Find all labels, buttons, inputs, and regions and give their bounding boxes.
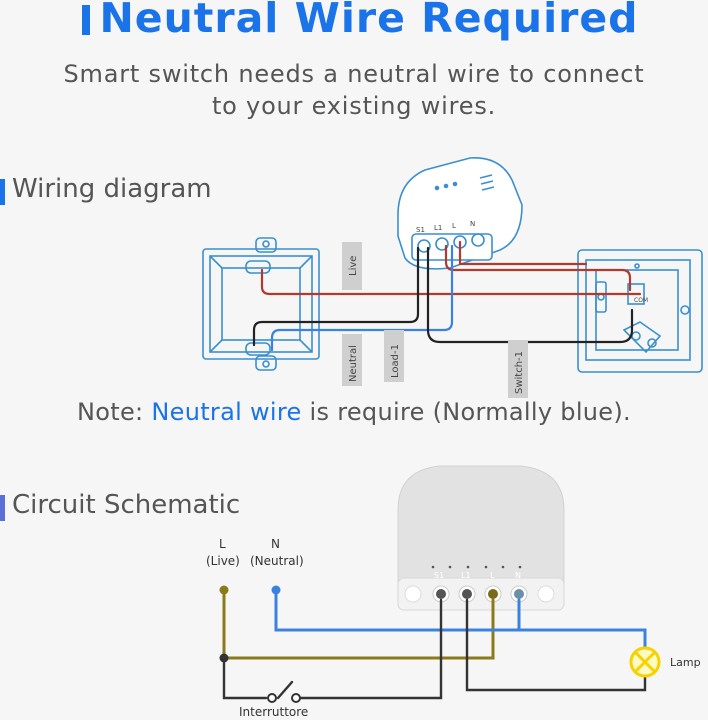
neutral-tag-label: Neutral [348, 345, 359, 382]
circuit-schematic: S1 L1 L N Lamp L (Live) [206, 465, 701, 719]
module-terminal-label: N [470, 220, 475, 228]
schematic-terminal-l1-core [462, 589, 472, 599]
wire-tags: Live Neutral Load-1 Switch-1 [342, 242, 528, 398]
schematic-neutral-wire [274, 588, 647, 650]
schematic-heading-text: Circuit Schematic [12, 490, 241, 520]
schematic-terminal-blank [404, 585, 422, 603]
subtitle-line-2: to your existing wires. [211, 92, 497, 120]
neutral-label: N [271, 537, 280, 551]
com-terminal-label: COM [634, 297, 648, 304]
module-terminal-labels: S1 L1 L N [416, 220, 475, 234]
schematic-switch-contact [267, 693, 277, 703]
switch-wire [426, 246, 634, 344]
switch-label: Interruttore [239, 705, 308, 719]
wires [252, 240, 642, 352]
schematic-heading-bar [0, 495, 5, 521]
wiring-heading-text: Wiring diagram [12, 174, 212, 204]
schematic-terminal-s1-core [436, 589, 446, 599]
schematic-terminal-label: L [490, 571, 495, 580]
note-prefix: Note: [77, 398, 144, 426]
smart-module-drawing [397, 157, 523, 270]
neutral-note: Note: Neutral wire is require (Normally … [0, 398, 708, 426]
schematic-load-wire [465, 598, 647, 692]
schematic-wires [222, 588, 647, 700]
neutral-tag [342, 334, 362, 386]
schematic-switch-lever [276, 680, 294, 700]
switch-tag-label: Switch-1 [514, 351, 525, 394]
junction-box [202, 237, 320, 371]
note-suffix: is require (Normally blue). [309, 398, 631, 426]
load-wire [252, 246, 420, 347]
live-sub-label: (Live) [206, 554, 240, 568]
schematic-switch-wire-b [294, 598, 443, 700]
load-tag [384, 330, 404, 382]
live-wire [260, 268, 642, 296]
page-subtitle: Smart switch needs a neutral wire to con… [0, 58, 708, 122]
switch-tag [508, 340, 528, 398]
schematic-terminal-l-core [488, 589, 498, 599]
module-terminal-label: L1 [434, 224, 442, 232]
subtitle-line-1: Smart switch needs a neutral wire to con… [63, 60, 645, 88]
wiring-diagram: S1 L1 L N COM [202, 157, 703, 398]
schematic-terminal-blank-right [537, 585, 555, 603]
module-terminal-label: L [452, 222, 456, 230]
lamp-label: Lamp [670, 656, 701, 669]
live-tag [342, 242, 362, 290]
page-title: Neutral Wire Required [99, 0, 639, 42]
schematic-terminal-n-core [514, 589, 524, 599]
lamp-icon [629, 646, 661, 678]
wiring-heading-bar [0, 179, 5, 205]
module-terminal-label: S1 [416, 226, 425, 234]
schematic-switch-wire-a [222, 656, 268, 700]
live-label: L [219, 537, 226, 551]
neutral-wire [270, 244, 454, 352]
schematic-junction [219, 653, 229, 663]
neutral-sub-label: (Neutral) [250, 554, 304, 568]
title-accent-bar [82, 5, 90, 35]
live-tag-label: Live [348, 256, 359, 276]
schematic-terminal-label: S1 [434, 571, 444, 580]
note-highlight: Neutral wire [151, 398, 302, 426]
wall-switch [577, 249, 703, 373]
schematic-live-dot [219, 585, 229, 595]
load-tag-label: Load-1 [390, 344, 401, 378]
module-live-wire [458, 240, 588, 266]
schematic-dots [431, 565, 522, 569]
schematic-terminal-label: L1 [461, 571, 471, 580]
live-wire-jumper [444, 244, 632, 292]
schematic-terminal-label: N [515, 571, 521, 580]
schematic-switch-contact [291, 693, 301, 703]
schematic-neutral-dot [271, 585, 281, 595]
